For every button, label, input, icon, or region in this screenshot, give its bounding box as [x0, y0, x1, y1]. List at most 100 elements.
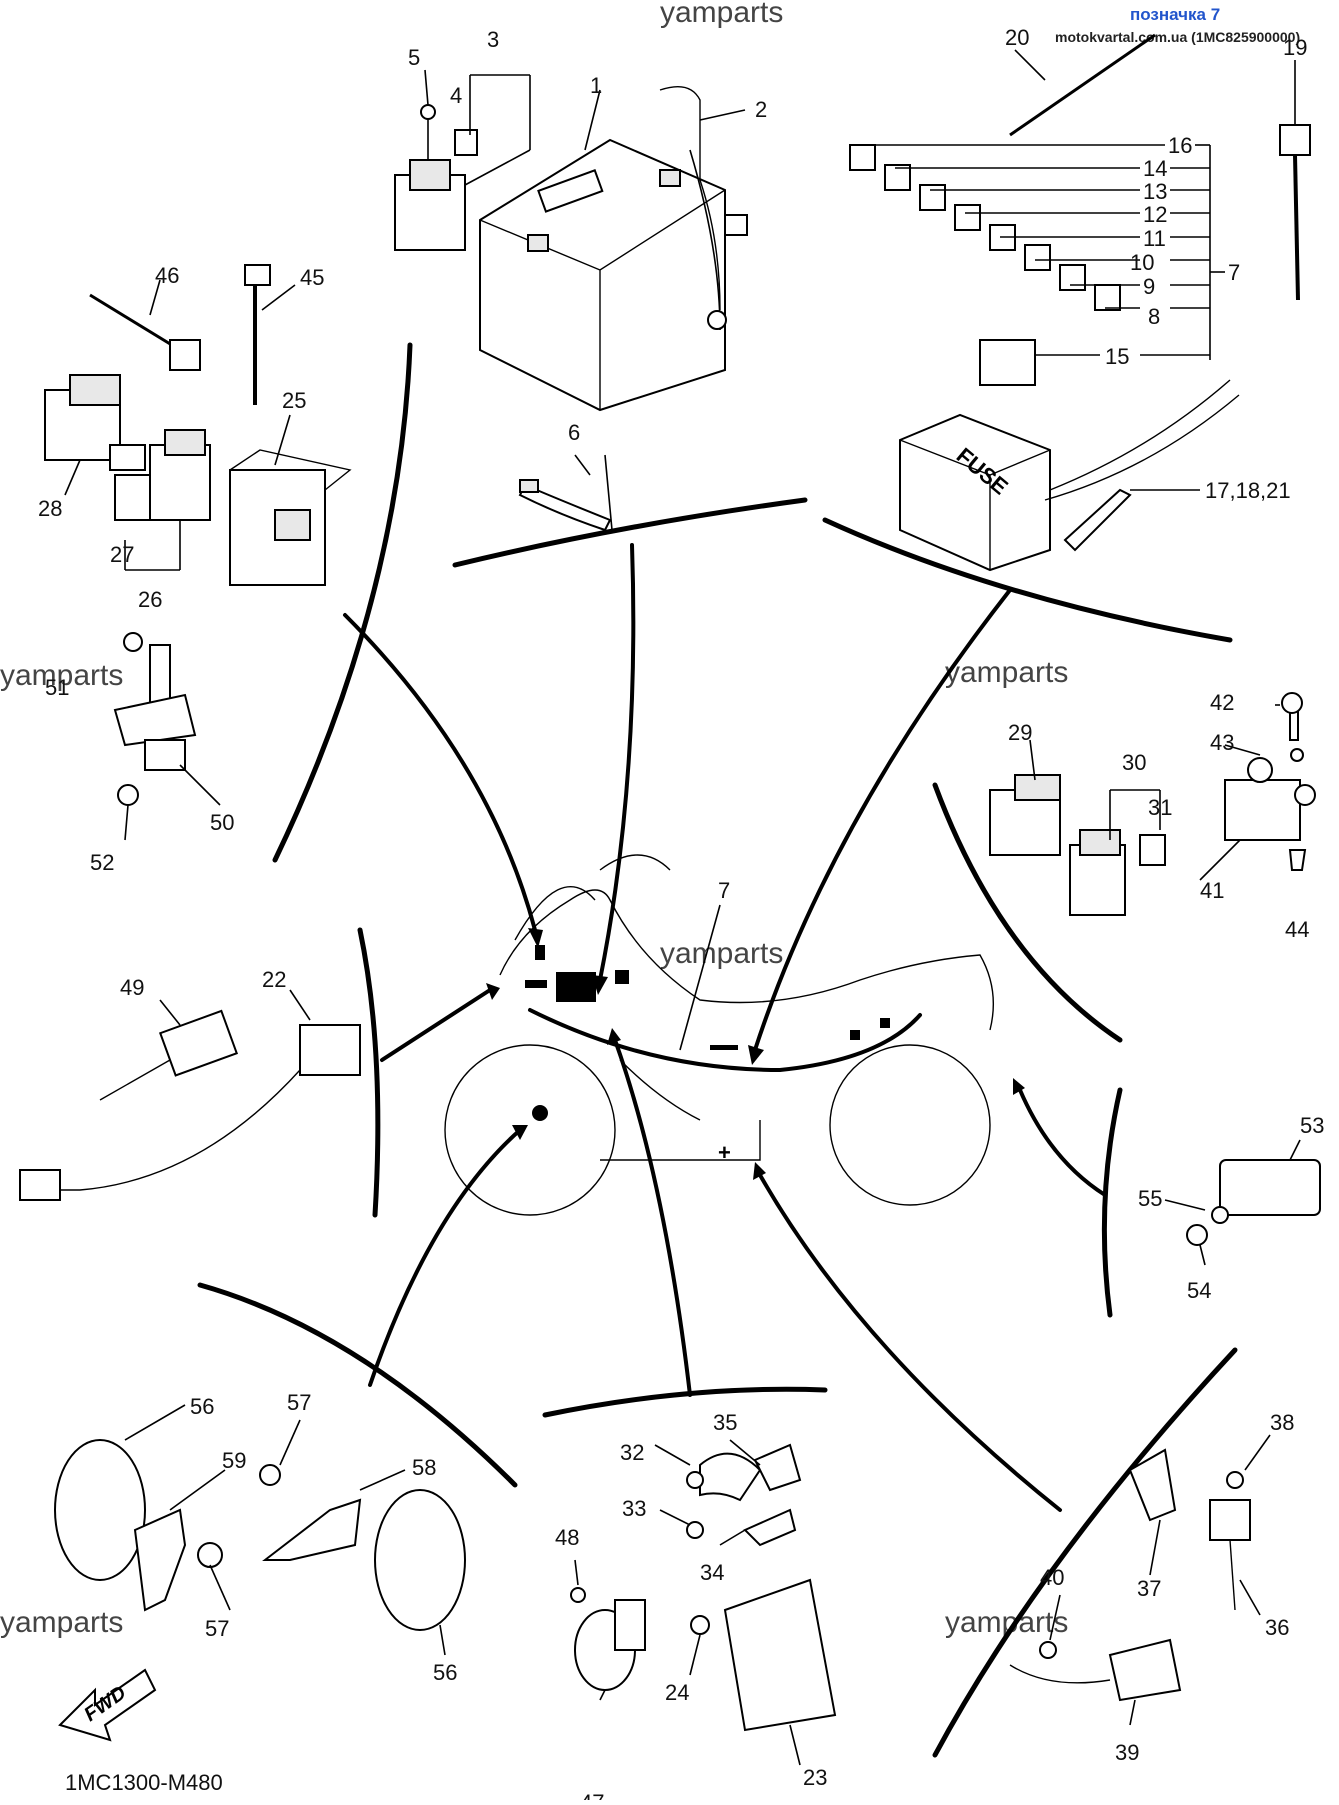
diagram-code: 1MC1300-M480 [65, 1770, 223, 1795]
part-labels: 1 2 3 4 5 6 7 7 8 9 10 11 12 13 14 15 16… [38, 25, 1324, 1805]
relay-group-right [989, 692, 1316, 916]
watermark: yamparts [0, 1606, 123, 1639]
part-number: 15 [1105, 344, 1129, 369]
part-number: 38 [1270, 1410, 1294, 1435]
part-number: 44 [1285, 917, 1309, 942]
part-number: 57 [205, 1616, 229, 1641]
part-number: 54 [1187, 1278, 1211, 1303]
part-number: 58 [412, 1455, 436, 1480]
part-number: 5 [408, 45, 420, 70]
fuse-holder [979, 339, 1036, 386]
horn-ecu-group [570, 1443, 837, 1732]
part-number: 17,18,21 [1205, 478, 1291, 503]
harness-branch [1044, 379, 1240, 501]
part-number: 55 [1138, 1186, 1162, 1211]
group-bracket [932, 782, 1123, 1043]
watermark: yamparts [0, 659, 123, 692]
part-number: 59 [222, 1448, 246, 1473]
part-number: 20 [1005, 25, 1029, 50]
part-number: 29 [1008, 720, 1032, 745]
relay-group-left [44, 264, 352, 586]
part-number: 25 [282, 388, 306, 413]
part-number: 19 [1283, 35, 1307, 60]
part-number: 42 [1210, 690, 1234, 715]
part-number: 8 [1148, 304, 1160, 329]
part-number: 49 [120, 975, 144, 1000]
part-number: 35 [713, 1410, 737, 1435]
battery-lead [659, 86, 721, 311]
part-number: 4 [450, 83, 462, 108]
battery [479, 138, 726, 412]
fwd-arrow: FWD [58, 1668, 157, 1742]
part-number: 45 [300, 265, 324, 290]
part-number: 9 [1143, 274, 1155, 299]
part-number: 32 [620, 1440, 644, 1465]
part-number: 16 [1168, 133, 1192, 158]
part-number: 50 [210, 810, 234, 835]
part-number: 7 [718, 878, 730, 903]
part-number: 10 [1130, 250, 1154, 275]
watermark: yamparts [945, 656, 1068, 689]
part-number: 51 [45, 675, 69, 700]
watermark: yamparts [660, 0, 783, 29]
part-number: 33 [622, 1496, 646, 1521]
part-number: 11 [1143, 226, 1166, 251]
svg-text:+: + [718, 1140, 731, 1165]
group-bracket [1101, 1087, 1123, 1318]
sensor-cable-group [19, 1009, 361, 1201]
part-number: 26 [138, 587, 162, 612]
group-bracket [822, 517, 1233, 643]
group-bracket [932, 1347, 1238, 1758]
part-number: 47 [580, 1790, 604, 1800]
cable-clamp [1279, 124, 1311, 301]
part-number: 40 [1040, 1565, 1064, 1590]
fuse-box: FUSE [899, 413, 1051, 572]
header-source: motokvartal.com.ua (1MC825900000) [1055, 29, 1300, 45]
speed-sensor [113, 632, 197, 806]
part-number: 31 [1148, 795, 1172, 820]
part-number: 37 [1137, 1576, 1161, 1601]
part-number: 22 [262, 967, 286, 992]
part-number: 34 [700, 1560, 724, 1585]
part-number: 30 [1122, 750, 1146, 775]
part-number: 27 [110, 542, 134, 567]
part-number: 28 [38, 496, 62, 521]
part-number: 13 [1143, 179, 1167, 204]
battery-band [518, 483, 612, 532]
rear-reflector [1186, 1159, 1321, 1246]
group-bracket [452, 497, 808, 568]
part-number: 6 [568, 420, 580, 445]
part-number: 46 [155, 263, 179, 288]
part-number: 57 [287, 1390, 311, 1415]
switch-group [1009, 1448, 1251, 1702]
cable-rod [1009, 33, 1156, 137]
part-number: 56 [433, 1660, 457, 1685]
cable-tie [1063, 488, 1132, 552]
part-number: 56 [190, 1394, 214, 1419]
part-number: 48 [555, 1525, 579, 1550]
group-bracket [542, 1386, 828, 1418]
front-reflector-group [54, 1439, 466, 1631]
header-label: позначка 7 [1130, 5, 1220, 24]
part-number: 1 [590, 73, 602, 98]
part-number: 53 [1300, 1113, 1324, 1138]
watermark: yamparts [660, 937, 783, 970]
motorcycle-outline: + [444, 854, 995, 1216]
part-number: 24 [665, 1680, 689, 1705]
connector-arrows [343, 543, 1107, 1512]
part-number: 23 [803, 1765, 827, 1790]
part-number: 39 [1115, 1740, 1139, 1765]
part-number: 52 [90, 850, 114, 875]
part-number: 41 [1200, 878, 1224, 903]
part-number: 7 [1228, 260, 1240, 285]
part-number: 2 [755, 97, 767, 122]
group-bracket [357, 927, 381, 1218]
part-number: 3 [487, 27, 499, 52]
leader-lines [424, 49, 1296, 491]
part-number: 43 [1210, 730, 1234, 755]
part-number: 36 [1265, 1615, 1289, 1640]
starter-relay [394, 104, 478, 251]
part-number: 14 [1143, 156, 1167, 181]
